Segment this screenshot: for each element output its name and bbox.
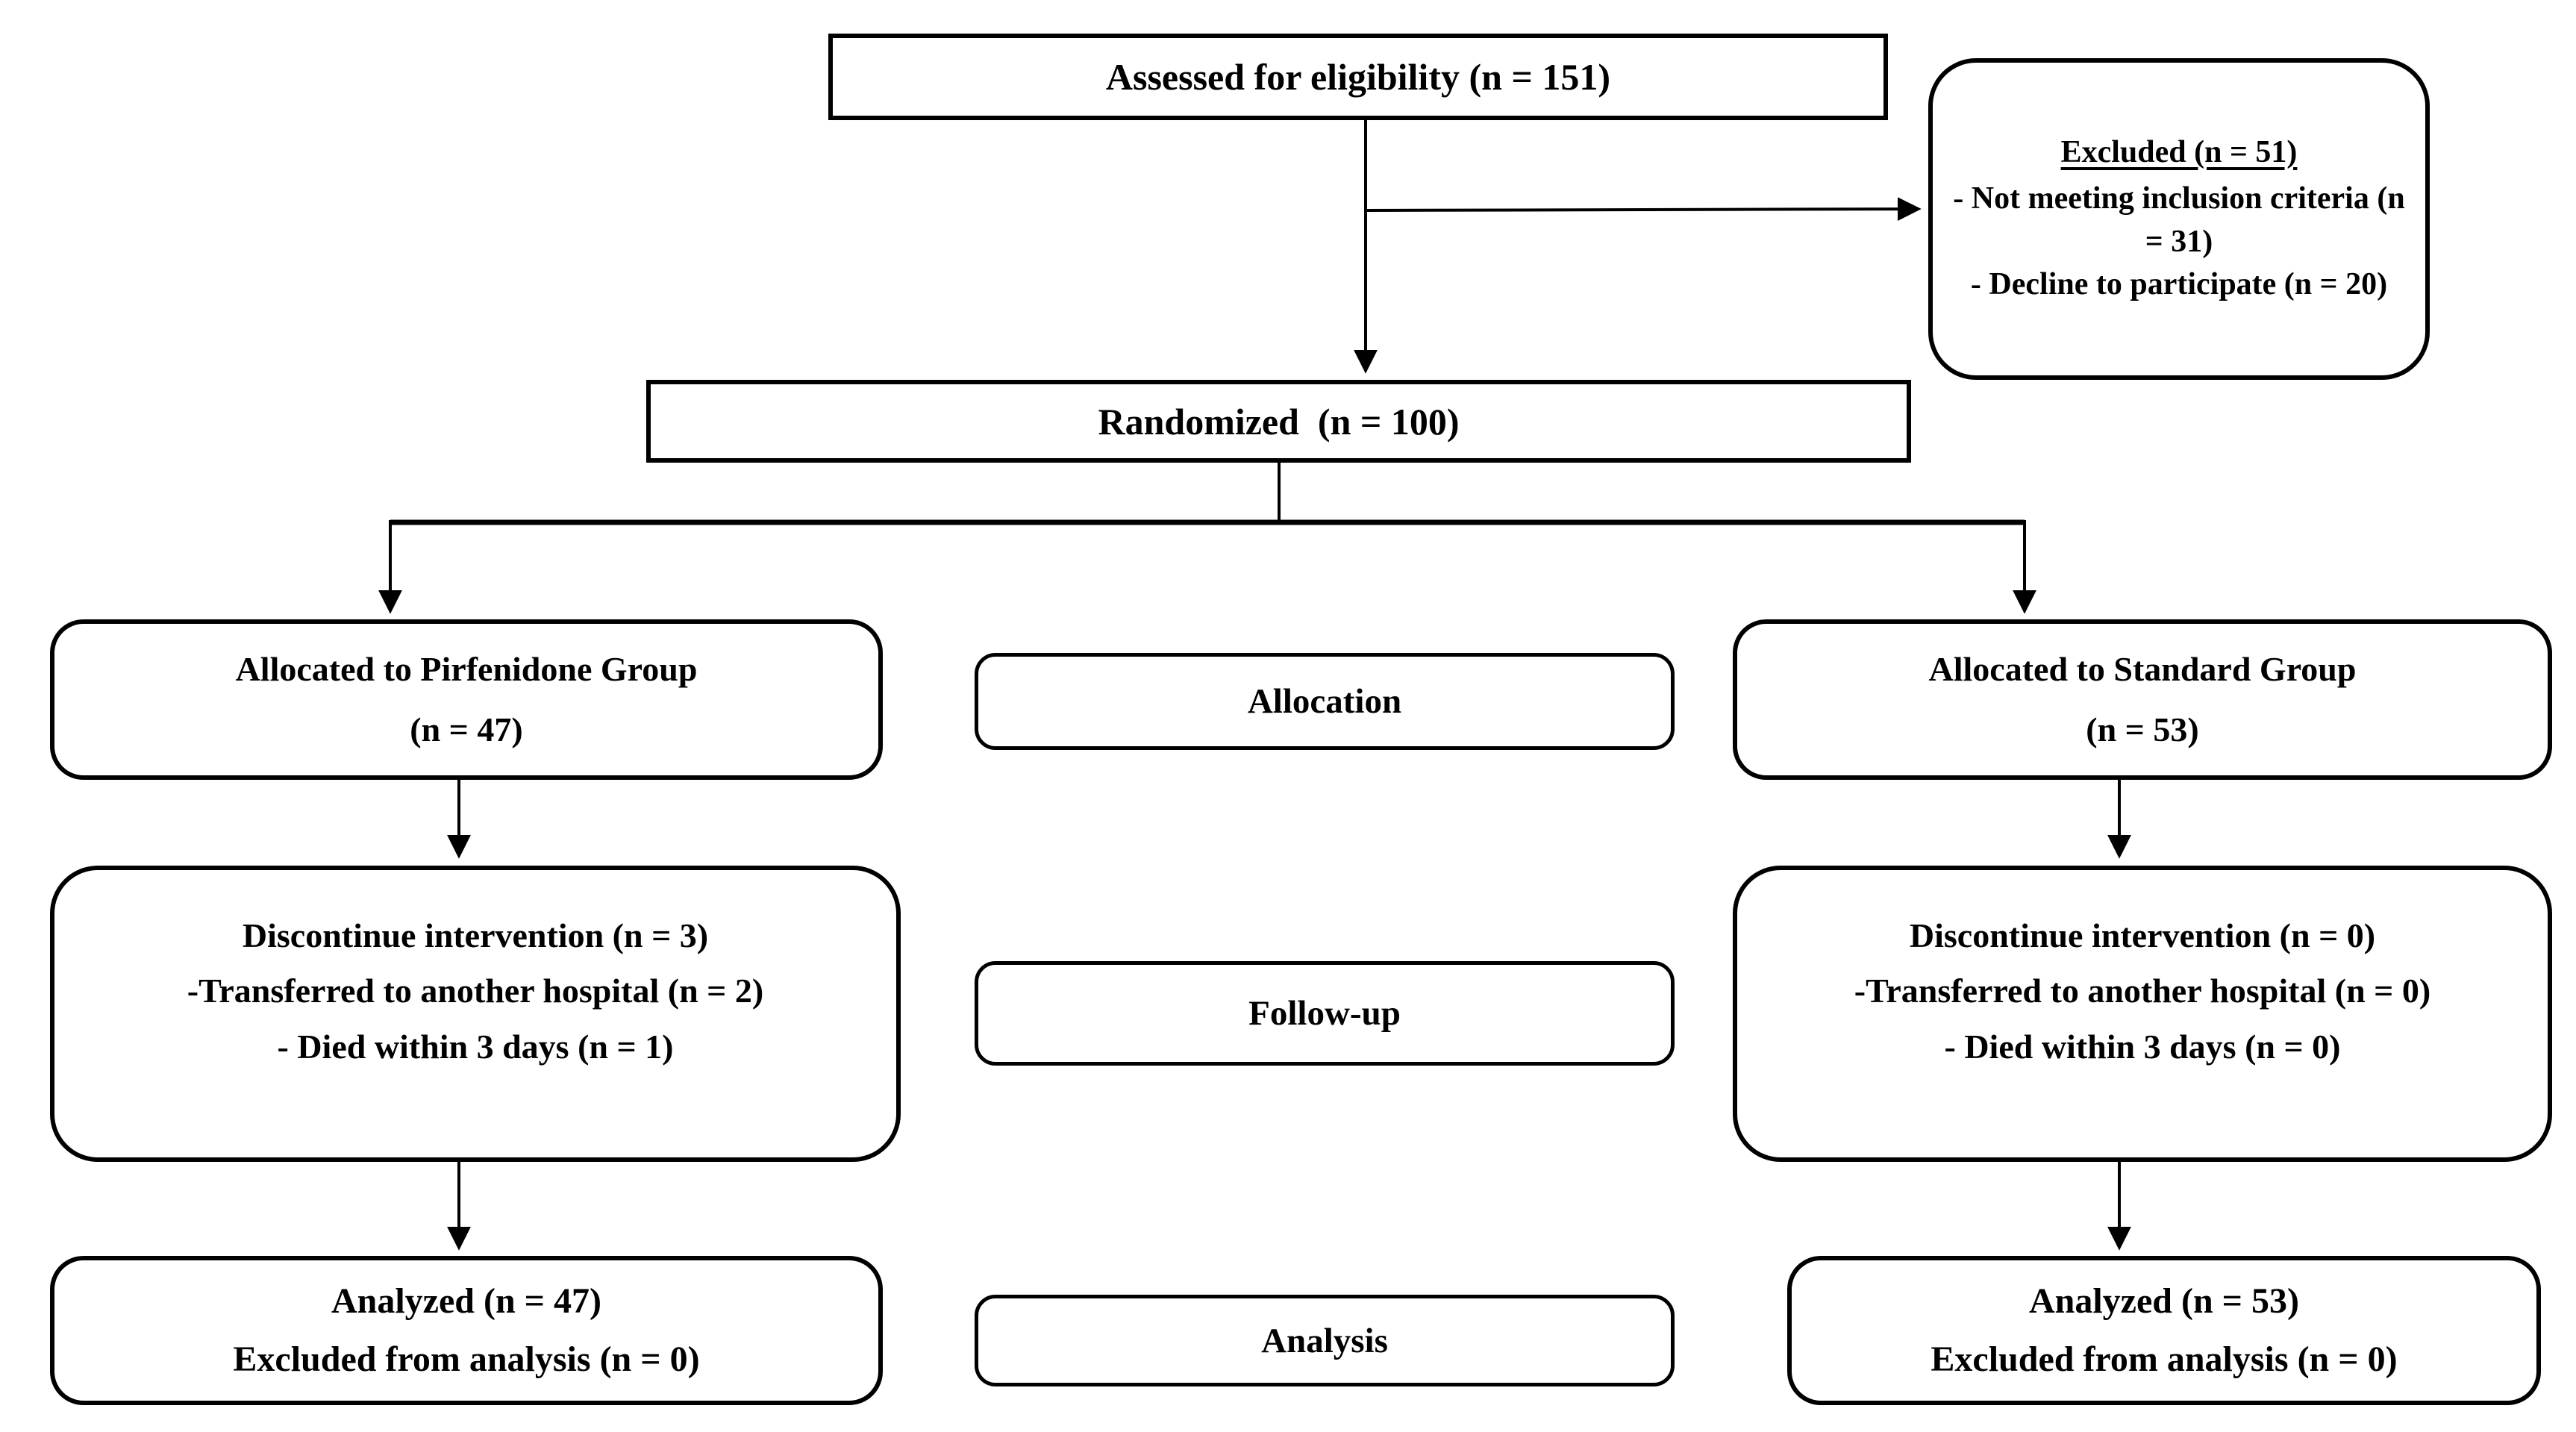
allocated-pirfenidone-line2: (n = 47): [410, 710, 523, 748]
followup-pirfenidone-line: Discontinue intervention (n = 3): [242, 916, 709, 954]
analysis-standard-line: Analyzed (n = 53): [2028, 1281, 2299, 1322]
analysis-stage-text: Analysis: [1261, 1321, 1388, 1360]
allocated-pirfenidone-box: Allocated to Pirfenidone Group (n = 47): [50, 619, 883, 780]
followup-pirfenidone-line: -Transferred to another hospital (n = 2): [187, 972, 764, 1010]
allocation-stage-text: Allocation: [1247, 682, 1402, 721]
allocated-standard-line2: (n = 53): [2086, 710, 2199, 748]
analysis-standard-line: Excluded from analysis (n = 0): [1931, 1339, 2398, 1379]
followup-standard-line: -Transferred to another hospital (n = 0): [1854, 972, 2431, 1010]
arrow-to-excluded: [1366, 197, 1922, 222]
assessed-text: Assessed for eligibility (n = 151): [1105, 56, 1611, 98]
followup-standard-box: Discontinue intervention (n = 0) -Transf…: [1733, 866, 2552, 1162]
analysis-stage-label: Analysis: [975, 1295, 1675, 1386]
followup-stage-text: Follow-up: [1248, 994, 1401, 1033]
allocated-standard-box: Allocated to Standard Group (n = 53): [1733, 619, 2552, 780]
randomized-box: Randomized (n = 100): [646, 380, 1911, 463]
followup-stage-label: Follow-up: [975, 961, 1675, 1066]
analysis-pirfenidone-line: Analyzed (n = 47): [331, 1281, 601, 1322]
allocated-standard-line1: Allocated to Standard Group: [1928, 650, 2357, 688]
excluded-item: - Decline to participate (n = 20): [1970, 267, 2388, 302]
excluded-title: Excluded (n = 51): [2060, 134, 2298, 169]
assessed-box: Assessed for eligibility (n = 151): [828, 34, 1888, 120]
allocation-stage-label: Allocation: [975, 653, 1675, 750]
randomized-text: Randomized (n = 100): [1098, 400, 1460, 443]
followup-standard-line: - Died within 3 days (n = 0): [1944, 1027, 2341, 1066]
allocated-pirfenidone-line1: Allocated to Pirfenidone Group: [235, 650, 698, 688]
excluded-item: - Not meeting inclusion criteria (n = 31…: [1953, 181, 2405, 259]
followup-pirfenidone-box: Discontinue intervention (n = 3) -Transf…: [50, 866, 901, 1162]
followup-pirfenidone-line: - Died within 3 days (n = 1): [277, 1027, 674, 1066]
analysis-standard-box: Analyzed (n = 53) Excluded from analysis…: [1787, 1256, 2541, 1405]
excluded-box: Excluded (n = 51) - Not meeting inclusio…: [1928, 58, 2430, 380]
analysis-pirfenidone-line: Excluded from analysis (n = 0): [233, 1339, 700, 1379]
followup-standard-line: Discontinue intervention (n = 0): [1909, 916, 2376, 954]
analysis-pirfenidone-box: Analyzed (n = 47) Excluded from analysis…: [50, 1256, 883, 1405]
